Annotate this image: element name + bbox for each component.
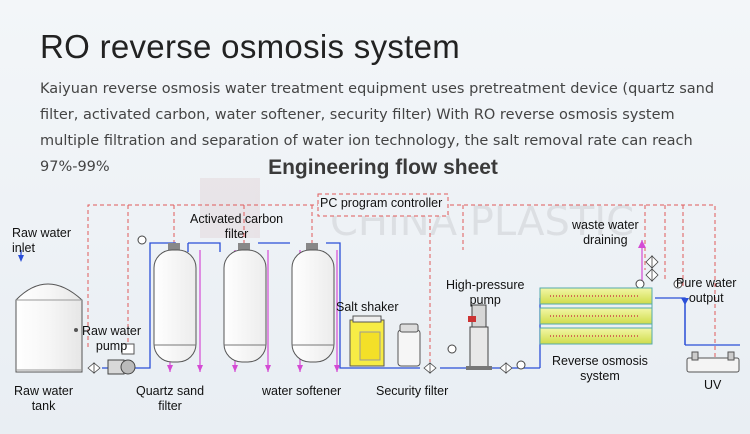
flow-arrows (18, 240, 689, 372)
pressure-gauges (137, 235, 683, 370)
uv-sterilizer (686, 351, 740, 373)
raw-water-pump (87, 343, 136, 375)
activated-carbon-filter (223, 243, 267, 363)
flow-sheet-title: Engineering flow sheet (268, 156, 498, 179)
label-uv: UV (704, 378, 722, 392)
valve (499, 362, 513, 374)
label-security-filter: Security filter (376, 384, 449, 398)
ro-membranes (539, 287, 653, 345)
valve (423, 362, 437, 374)
page-title: RO reverse osmosis system (40, 28, 461, 65)
raw-water-tank (15, 283, 83, 373)
quartz-sand-filter (153, 243, 197, 363)
high-pressure-pump (466, 304, 492, 370)
waste-valves (645, 255, 659, 282)
label-salt-shaker: Salt shaker (336, 300, 399, 314)
label-water-softener: water softener (262, 384, 342, 398)
pc-controller-box (317, 193, 449, 217)
water-lines (102, 242, 740, 369)
water-softener-tank (291, 243, 335, 363)
security-filter (397, 323, 421, 367)
salt-shaker (349, 315, 385, 367)
page-description: Kaiyuan reverse osmosis water treatment … (40, 81, 715, 175)
label-pc-program-controller: PC program controller (320, 196, 443, 210)
